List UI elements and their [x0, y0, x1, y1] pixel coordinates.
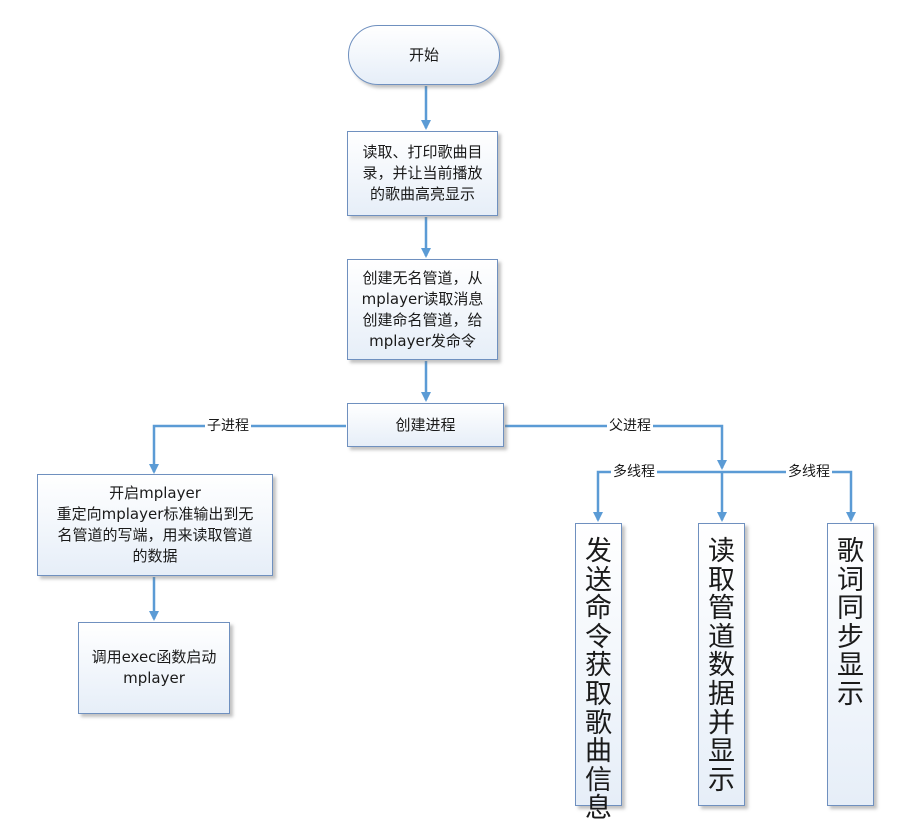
read-pipe-label: 读取管道数据并显示 — [708, 536, 735, 796]
arrow-thread-left — [593, 470, 722, 522]
start-node: 开始 — [348, 25, 500, 85]
thread-left-label: 多线程 — [611, 463, 657, 481]
read-pipe-node: 读取管道数据并显示 — [698, 523, 745, 806]
read-print-label: 读取、打印歌曲目 录，并让当前播放 的歌曲高亮显示 — [362, 143, 483, 203]
read-print-node: 读取、打印歌曲目 录，并让当前播放 的歌曲高亮显示 — [347, 131, 498, 216]
send-command-label: 发送命令获取歌曲信息 — [585, 536, 612, 825]
create-pipes-node: 创建无名管道，从 mplayer读取消息 创建命名管道，给 mplayer发命令 — [347, 259, 498, 360]
send-command-node: 发送命令获取歌曲信息 — [575, 523, 622, 823]
start-node-label: 开始 — [408, 45, 439, 64]
lyrics-node: 歌词同步显示 — [827, 523, 874, 806]
child-process-label: 子进程 — [205, 417, 251, 435]
lyrics-label: 歌词同步显示 — [837, 536, 864, 711]
arrow-parent-branch — [505, 424, 727, 470]
create-process-label: 创建进程 — [395, 415, 456, 434]
start-mplayer-node: 开启mplayer 重定向mplayer标准输出到无 名管道的写端，用来读取管道… — [37, 474, 273, 576]
arrow-thread-right — [722, 470, 856, 522]
create-process-node: 创建进程 — [347, 403, 504, 447]
start-mplayer-label: 开启mplayer 重定向mplayer标准输出到无 名管道的写端，用来读取管道… — [56, 484, 254, 565]
parent-process-label: 父进程 — [607, 417, 653, 435]
exec-mplayer-label: 调用exec函数启动 mplayer — [91, 648, 217, 687]
create-pipes-label: 创建无名管道，从 mplayer读取消息 创建命名管道，给 mplayer发命令 — [361, 268, 484, 350]
exec-mplayer-node: 调用exec函数启动 mplayer — [78, 622, 230, 714]
thread-right-label: 多线程 — [786, 463, 832, 481]
arrow-child-branch — [149, 424, 346, 474]
